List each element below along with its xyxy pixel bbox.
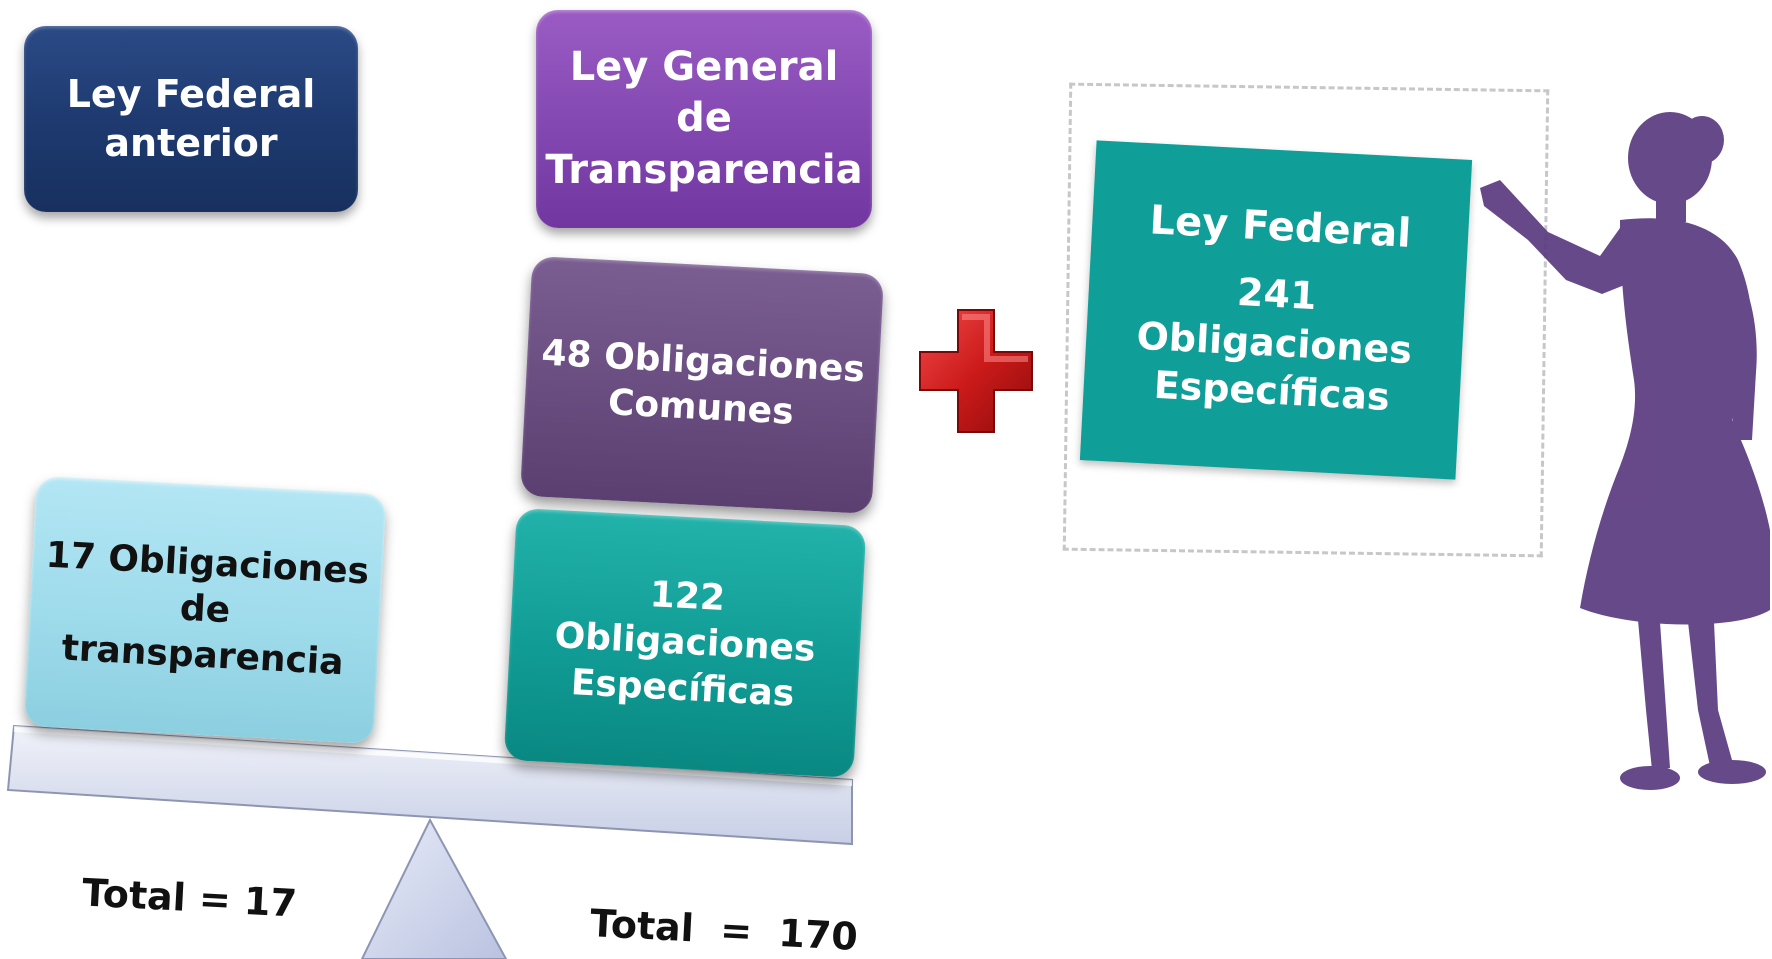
box-line: de <box>676 95 732 142</box>
obligaciones-comunes-box: 48 Obligaciones Comunes <box>519 255 885 515</box>
box-line: Comunes <box>606 382 795 433</box>
box-line: Ley Federal <box>66 72 316 117</box>
fulcrum-triangle <box>360 817 508 959</box>
obligaciones-especificas-box: 122 Obligaciones Específicas <box>503 508 867 778</box>
box-line: transparencia <box>60 627 345 684</box>
box-line: 122 <box>648 574 727 619</box>
ley-federal-anterior-box: Ley Federal anterior <box>24 26 358 212</box>
total-right-label: Total = 170 <box>589 901 859 959</box>
box-line: Transparencia <box>545 146 863 193</box>
ley-general-transparencia-box: Ley General de Transparencia <box>536 10 872 228</box>
board-title: Ley Federal <box>1148 197 1413 257</box>
board-body: 241 Obligaciones Específicas <box>1133 263 1416 423</box>
ley-federal-241-board: Ley Federal 241 Obligaciones Específicas <box>1079 140 1473 480</box>
woman-pointing-silhouette-icon <box>1480 112 1770 790</box>
box-line: 17 Obligaciones <box>44 534 371 593</box>
box-line: 48 Obligaciones <box>540 332 866 391</box>
box-line: de <box>178 587 232 632</box>
box-line: anterior <box>104 121 278 165</box>
box-line: Ley General <box>569 44 839 91</box>
obligaciones-transparencia-box: 17 Obligaciones de transparencia <box>23 476 387 744</box>
total-left-label: Total = 17 <box>80 870 299 926</box>
plus-icon <box>919 309 1033 433</box>
